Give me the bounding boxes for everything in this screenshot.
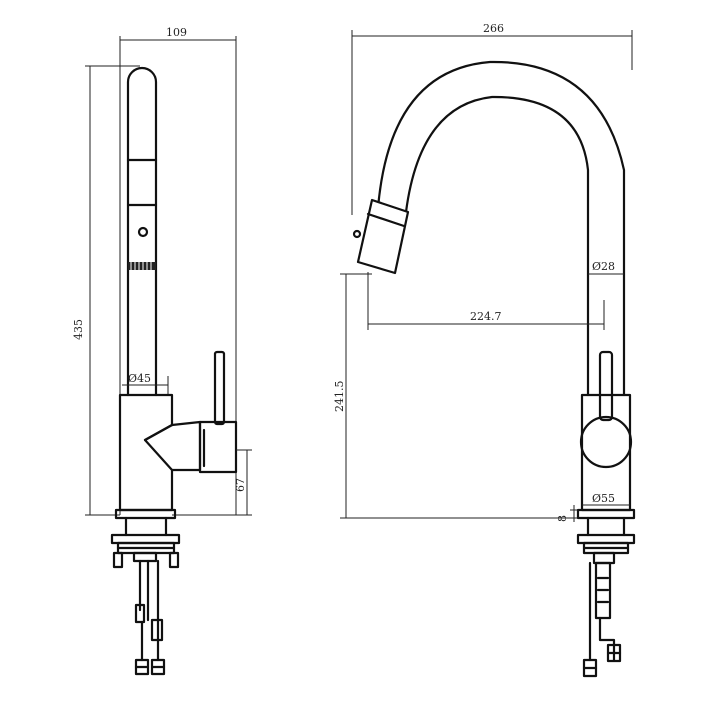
right-outlet-height-label: 241.5 (333, 381, 346, 413)
right-spout (352, 60, 626, 397)
left-mount (110, 508, 181, 676)
right-reach-label: 224.7 (470, 310, 502, 323)
left-spout (126, 66, 158, 397)
left-spout-diameter-label: Ø45 (128, 372, 151, 385)
left-width-dimension: 109 (119, 26, 237, 515)
right-view: 266 Ø28 224.7 241.5 (333, 22, 636, 678)
right-width-dimension: 266 (351, 22, 633, 215)
left-base-height-dimension: 67 (172, 449, 252, 516)
lever-hub (579, 415, 633, 469)
left-view: 109 435 (72, 26, 252, 676)
right-mount (576, 508, 636, 678)
right-spout-diameter-label: Ø28 (592, 260, 615, 273)
left-height-label: 435 (72, 319, 85, 340)
right-reach-dimension: 224.7 (367, 272, 605, 330)
right-base-thickness-label: 8 (556, 515, 569, 522)
right-base-diameter-label: Ø55 (592, 492, 615, 505)
right-width-label: 266 (483, 22, 504, 35)
right-spout-diameter-dimension: Ø28 (588, 260, 624, 275)
left-spout-diameter-dimension: Ø45 (122, 372, 169, 395)
spray-nozzle (352, 229, 362, 239)
right-outlet-height-dimension: 241.5 (333, 273, 590, 519)
left-height-dimension: 435 (72, 65, 140, 516)
right-base-diameter-dimension: Ø55 (582, 492, 630, 506)
left-base-height-label: 67 (234, 478, 247, 492)
left-width-label: 109 (166, 26, 187, 39)
spray-button (137, 226, 149, 238)
